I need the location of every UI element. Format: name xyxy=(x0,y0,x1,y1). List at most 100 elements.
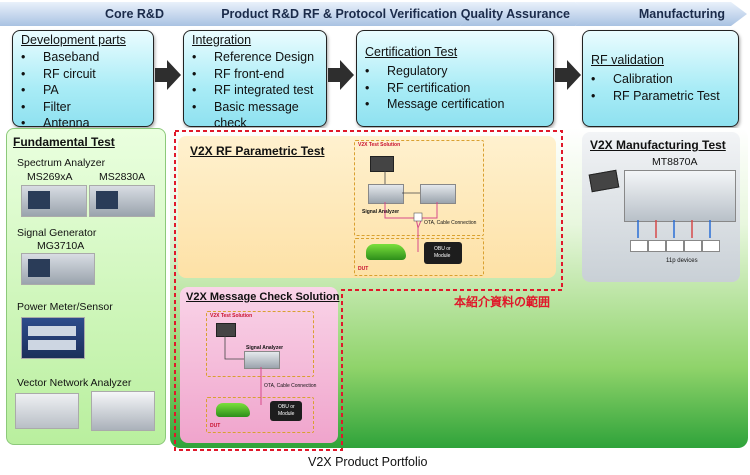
scope-note: 本紹介資料の範囲 xyxy=(454,295,551,309)
spectrum-analyzer-label: Spectrum Analyzer xyxy=(17,157,106,169)
model-label: MT8870A xyxy=(652,156,698,168)
flow-arrow-icon xyxy=(328,60,354,90)
list-item: •Baseband xyxy=(21,50,100,64)
list-item: •Filter xyxy=(21,99,71,114)
phase-label: Quality Assurance xyxy=(460,7,570,21)
list-item: •RF certification xyxy=(365,80,471,95)
rf-validation-list: •Calibration •RF Parametric Test xyxy=(591,71,720,104)
dut-box xyxy=(206,397,314,433)
obu-module-box xyxy=(424,242,462,264)
list-item: •Basic message xyxy=(192,99,299,114)
signal-generator-device-icon xyxy=(420,184,456,204)
panel-title: V2X Manufacturing Test xyxy=(590,138,726,152)
signal-analyzer-label: Signal Analyzer xyxy=(362,209,400,215)
list-item: •RF circuit xyxy=(21,66,96,81)
device-icon xyxy=(702,240,720,252)
flow-arrow-icon xyxy=(155,60,181,90)
device-icon xyxy=(684,240,702,252)
test-solution-box xyxy=(206,311,314,377)
phase-label: Manufacturing xyxy=(638,7,725,21)
obu-module-box xyxy=(270,401,302,421)
phase-product-rd: Product R&D xyxy=(160,2,325,26)
cable-connections xyxy=(637,220,711,238)
flow-arrow-icon xyxy=(555,60,581,90)
phase-arrow-shape xyxy=(0,2,190,26)
phase-quality: Quality Assurance xyxy=(460,2,590,26)
panel-title: V2X Message Check Solution xyxy=(186,291,340,303)
module-label: Module xyxy=(434,253,451,259)
dut-label: DUT xyxy=(358,266,369,272)
phase-label: RF & Protocol Verification xyxy=(302,7,457,21)
list-item: •Regulatory xyxy=(365,64,448,78)
integration-box: Integration •Reference Design •RF front-… xyxy=(183,30,327,130)
vna-instrument-image xyxy=(15,393,79,429)
phase-manufacturing: Manufacturing xyxy=(575,2,747,26)
devices-label: 11p devices xyxy=(666,258,698,264)
list-item: •Reference Design xyxy=(192,50,315,64)
ms2830a-label: MS2830A xyxy=(99,171,146,183)
dut-box xyxy=(354,238,484,276)
list-item: check xyxy=(214,116,247,130)
ms2830a-instrument-image xyxy=(89,185,155,217)
list-item: •Calibration xyxy=(591,72,673,86)
laptop-icon xyxy=(370,156,394,172)
ota-label: OTA, Cable Connection xyxy=(424,220,477,226)
device-icon xyxy=(666,240,684,252)
phase-arrow-shape xyxy=(160,2,325,26)
device-icon xyxy=(630,240,648,252)
obu-label: OBU or xyxy=(434,246,451,252)
connection-lines xyxy=(224,335,262,405)
panel-title: Fundamental Test xyxy=(13,135,115,149)
signal-generator-label: Signal Generator xyxy=(17,227,97,239)
rf-parametric-panel: V2X RF Parametric Test V2X Test Solution… xyxy=(178,136,556,278)
ota-label: OTA, Cable Connection xyxy=(264,383,317,389)
phase-rf-protocol: RF & Protocol Verification xyxy=(302,2,475,26)
power-meter-image xyxy=(21,317,85,359)
development-parts-box: Development parts •Baseband •RF circuit … xyxy=(12,30,154,130)
phase-core-rd: Core R&D xyxy=(0,2,190,26)
mg3710a-instrument-image xyxy=(21,253,95,285)
connection-lines xyxy=(384,170,438,252)
laptop-icon xyxy=(216,323,236,337)
integration-list: •Reference Design •RF front-end •RF inte… xyxy=(192,49,314,132)
mg3710a-label: MG3710A xyxy=(37,240,85,252)
development-list: •Baseband •RF circuit •PA •Filter •Anten… xyxy=(21,49,99,132)
car-icon xyxy=(366,244,406,260)
signal-analyzer-device-icon xyxy=(368,184,404,204)
list-item: •RF integrated test xyxy=(192,83,314,97)
manufacturing-test-panel: V2X Manufacturing Test MT8870A 11p devic… xyxy=(582,132,740,282)
certification-list: •Regulatory •RF certification •Message c… xyxy=(365,63,504,113)
obu-label: OBU or xyxy=(278,404,295,410)
certification-box: Certification Test •Regulatory •RF certi… xyxy=(356,30,554,127)
message-check-panel: V2X Message Check Solution V2X Test Solu… xyxy=(180,287,340,443)
phase-label: Product R&D xyxy=(221,7,299,21)
phase-arrow-shape xyxy=(305,2,475,26)
power-meter-label: Power Meter/Sensor xyxy=(17,301,113,313)
module-label: Module xyxy=(278,411,295,417)
test-solution-label: V2X Test Solution xyxy=(358,142,401,148)
list-item: •Message certification xyxy=(365,97,505,111)
device-icon xyxy=(648,240,666,252)
car-icon xyxy=(216,403,250,417)
signal-analyzer-device-icon xyxy=(244,351,280,369)
mt8870a-instrument-image xyxy=(624,170,736,222)
box-title: RF validation xyxy=(591,53,664,67)
test-solution-label: V2X Test Solution xyxy=(210,313,253,319)
phase-arrow-shape xyxy=(575,2,747,26)
vna-instrument-image-2 xyxy=(91,391,155,431)
list-item: •RF front-end xyxy=(192,66,285,81)
rf-validation-box: RF validation •Calibration •RF Parametri… xyxy=(582,30,739,127)
dut-label: DUT xyxy=(210,423,221,429)
phase-arrow-shape xyxy=(460,2,590,26)
ms269xa-label: MS269xA xyxy=(27,171,73,183)
list-item: •RF Parametric Test xyxy=(591,88,720,103)
test-solution-box xyxy=(354,140,484,236)
list-item: •PA xyxy=(21,83,59,97)
vna-label: Vector Network Analyzer xyxy=(17,377,132,389)
panel-title: V2X RF Parametric Test xyxy=(190,144,325,158)
phase-label: Core R&D xyxy=(104,7,164,21)
box-title: Development parts xyxy=(21,33,126,47)
diagram-caption: V2X Product Portfolio xyxy=(308,455,428,469)
signal-analyzer-label: Signal Analyzer xyxy=(246,345,284,351)
